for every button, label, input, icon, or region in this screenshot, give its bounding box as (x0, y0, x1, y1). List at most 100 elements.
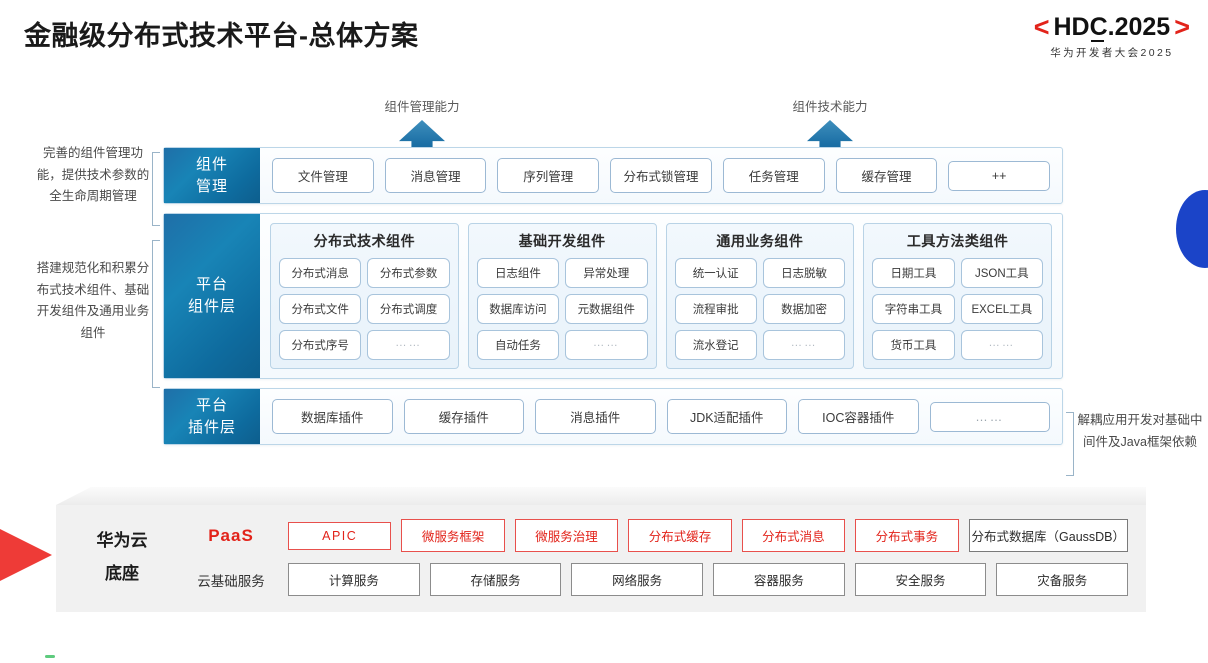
group-cells: 日期工具 JSON工具 字符串工具 EXCEL工具 货币工具 …… (872, 258, 1043, 360)
band-body-component-management: 文件管理 消息管理 序列管理 分布式锁管理 任务管理 缓存管理 ++ (260, 148, 1062, 203)
architecture-stack: 组件 管理 文件管理 消息管理 序列管理 分布式锁管理 任务管理 缓存管理 ++… (163, 147, 1063, 445)
cell-more[interactable]: …… (367, 330, 450, 360)
group-title: 通用业务组件 (716, 233, 804, 249)
pill-compute-service[interactable]: 计算服务 (288, 563, 420, 596)
pill-distributed-cache[interactable]: 分布式缓存 (628, 519, 732, 552)
base-title: 华为云 底座 (74, 525, 170, 590)
huawei-cloud-base: 华为云 底座 PaaS APIC 微服务框架 微服务治理 分布式缓存 分布式消息… (56, 487, 1146, 612)
blue-circle-decoration (1176, 190, 1208, 268)
cell-currency-tool[interactable]: 货币工具 (872, 330, 955, 360)
group-cells: 统一认证 日志脱敏 流程审批 数据加密 流水登记 …… (674, 258, 846, 360)
pill-network-service[interactable]: 网络服务 (571, 563, 704, 596)
note-left-top: 完善的组件管理功能，提供技术参数的全生命周期管理 (36, 146, 150, 203)
band-label-component-management: 组件 管理 (164, 148, 260, 203)
band-component-management: 组件 管理 文件管理 消息管理 序列管理 分布式锁管理 任务管理 缓存管理 ++ (163, 147, 1063, 204)
chip-distributed-lock-management[interactable]: 分布式锁管理 (610, 158, 712, 193)
chip-task-management[interactable]: 任务管理 (722, 158, 825, 193)
band-platform-plugin-layer: 平台 插件层 数据库插件 缓存插件 消息插件 JDK适配插件 IOC容器插件 …… (163, 388, 1063, 445)
cell-process-approval[interactable]: 流程审批 (674, 294, 757, 324)
cell-distributed-message[interactable]: 分布式消息 (279, 258, 362, 288)
cell-json-tool[interactable]: JSON工具 (960, 258, 1043, 288)
cell-more[interactable]: …… (762, 330, 846, 360)
chip-more[interactable]: …… (929, 401, 1050, 432)
cell-more[interactable]: …… (960, 330, 1043, 360)
base-top-bevel (56, 487, 1146, 505)
group-cells: 日志组件 异常处理 数据库访问 元数据组件 自动任务 …… (476, 258, 648, 360)
hdc-logo: < HDC.2025 > 华为开发者大会2025 (1034, 14, 1190, 59)
brace-left-middle (152, 240, 160, 388)
page-title: 金融级分布式技术平台-总体方案 (24, 21, 419, 51)
base-row-paas: PaaS APIC 微服务框架 微服务治理 分布式缓存 分布式消息 分布式事务 … (184, 519, 1129, 552)
pill-container-service[interactable]: 容器服务 (713, 563, 845, 596)
base-title-line: 底座 (105, 563, 139, 583)
pill-microservice-framework[interactable]: 微服务框架 (401, 519, 505, 552)
chip-message-management[interactable]: 消息管理 (384, 158, 487, 193)
cell-string-tool[interactable]: 字符串工具 (872, 294, 955, 324)
hdc-logo-subtitle: 华为开发者大会2025 (1050, 47, 1174, 59)
chip-ioc-container-plugin[interactable]: IOC容器插件 (798, 399, 919, 434)
note-left-bottom: 搭建规范化和积累分布式技术组件、基础开发组件及通用业务组件 (36, 261, 150, 340)
band-platform-component-layer: 平台 组件层 分布式技术组件 分布式消息 分布式参数 分布式文件 分布式调度 分… (163, 213, 1063, 379)
chip-more[interactable]: ++ (948, 160, 1051, 191)
group-tool-method-components: 工具方法类组件 日期工具 JSON工具 字符串工具 EXCEL工具 货币工具 …… (863, 223, 1052, 369)
hdc-logo-main: < HDC.2025 > (1033, 12, 1190, 42)
chip-cache-plugin[interactable]: 缓存插件 (403, 399, 524, 434)
chip-file-management[interactable]: 文件管理 (272, 158, 374, 193)
group-cells: 分布式消息 分布式参数 分布式文件 分布式调度 分布式序号 …… (279, 258, 450, 360)
band-label-line: 组件 (195, 155, 228, 173)
brace-left-top (152, 152, 160, 226)
cell-log-component[interactable]: 日志组件 (476, 258, 560, 288)
brace-right (1066, 412, 1074, 476)
row-tag-paas: PaaS (208, 525, 254, 545)
cell-excel-tool[interactable]: EXCEL工具 (960, 294, 1043, 324)
cell-unified-authentication[interactable]: 统一认证 (674, 258, 757, 288)
chip-sequence-management[interactable]: 序列管理 (497, 158, 600, 193)
band-label-line: 平台 (195, 276, 228, 294)
cell-data-encryption[interactable]: 数据加密 (762, 294, 846, 324)
bracket-right-icon: > (1174, 12, 1190, 42)
chip-message-plugin[interactable]: 消息插件 (535, 399, 656, 434)
cell-distributed-schedule[interactable]: 分布式调度 (367, 294, 450, 324)
pill-distributed-transaction[interactable]: 分布式事务 (855, 519, 959, 552)
band-label-platform-plugin-layer: 平台 插件层 (164, 389, 260, 444)
cell-exception-handling[interactable]: 异常处理 (565, 258, 648, 288)
group-title: 工具方法类组件 (906, 233, 1009, 249)
band-label-line: 组件层 (187, 298, 236, 315)
base-rows: PaaS APIC 微服务框架 微服务治理 分布式缓存 分布式消息 分布式事务 … (184, 519, 1129, 596)
base-panel: 华为云 底座 PaaS APIC 微服务框架 微服务治理 分布式缓存 分布式消息… (56, 505, 1146, 612)
pill-microservice-governance[interactable]: 微服务治理 (514, 519, 619, 552)
group-common-business-components: 通用业务组件 统一认证 日志脱敏 流程审批 数据加密 流水登记 …… (665, 223, 855, 369)
base-row-cloud-basic-services: 云基础服务 计算服务 存储服务 网络服务 容器服务 安全服务 灾备服务 (184, 563, 1129, 596)
band-body-platform-plugin-layer: 数据库插件 缓存插件 消息插件 JDK适配插件 IOC容器插件 …… (260, 389, 1062, 444)
cell-date-tool[interactable]: 日期工具 (872, 258, 955, 288)
cell-auto-task[interactable]: 自动任务 (476, 330, 560, 360)
green-mark-decoration (45, 655, 55, 658)
cell-distributed-sequence[interactable]: 分布式序号 (279, 330, 362, 360)
band-label-line: 平台 (195, 396, 228, 414)
band-label-line: 管理 (195, 177, 228, 195)
cell-database-access[interactable]: 数据库访问 (476, 294, 560, 324)
chip-jdk-adapter-plugin[interactable]: JDK适配插件 (666, 399, 787, 434)
cell-metadata-component[interactable]: 元数据组件 (565, 294, 648, 324)
pill-apic[interactable]: APIC (288, 521, 392, 550)
cell-distributed-file[interactable]: 分布式文件 (279, 294, 362, 324)
group-title: 基础开发组件 (518, 233, 606, 249)
bracket-left-icon: < (1033, 12, 1050, 42)
group-basic-development-components: 基础开发组件 日志组件 异常处理 数据库访问 元数据组件 自动任务 …… (467, 223, 657, 369)
pill-disaster-recovery-service[interactable]: 灾备服务 (996, 563, 1129, 596)
cell-more[interactable]: …… (565, 330, 648, 360)
pill-distributed-message[interactable]: 分布式消息 (741, 519, 846, 552)
cell-log-desensitization[interactable]: 日志脱敏 (762, 258, 846, 288)
band-label-platform-component-layer: 平台 组件层 (164, 214, 260, 378)
capability-label: 组件管理能力 (384, 100, 460, 114)
pill-storage-service[interactable]: 存储服务 (429, 563, 562, 596)
cell-transaction-record[interactable]: 流水登记 (674, 330, 757, 360)
chip-cache-management[interactable]: 缓存管理 (835, 158, 938, 193)
cell-distributed-parameter[interactable]: 分布式参数 (367, 258, 450, 288)
pill-distributed-database-gaussdb[interactable]: 分布式数据库（GaussDB） (968, 519, 1129, 552)
pill-security-service[interactable]: 安全服务 (854, 563, 987, 596)
chip-database-plugin[interactable]: 数据库插件 (272, 399, 393, 434)
red-wedge-decoration (0, 512, 52, 598)
component-groups: 分布式技术组件 分布式消息 分布式参数 分布式文件 分布式调度 分布式序号 ……… (260, 214, 1062, 378)
group-title: 分布式技术组件 (313, 233, 416, 249)
